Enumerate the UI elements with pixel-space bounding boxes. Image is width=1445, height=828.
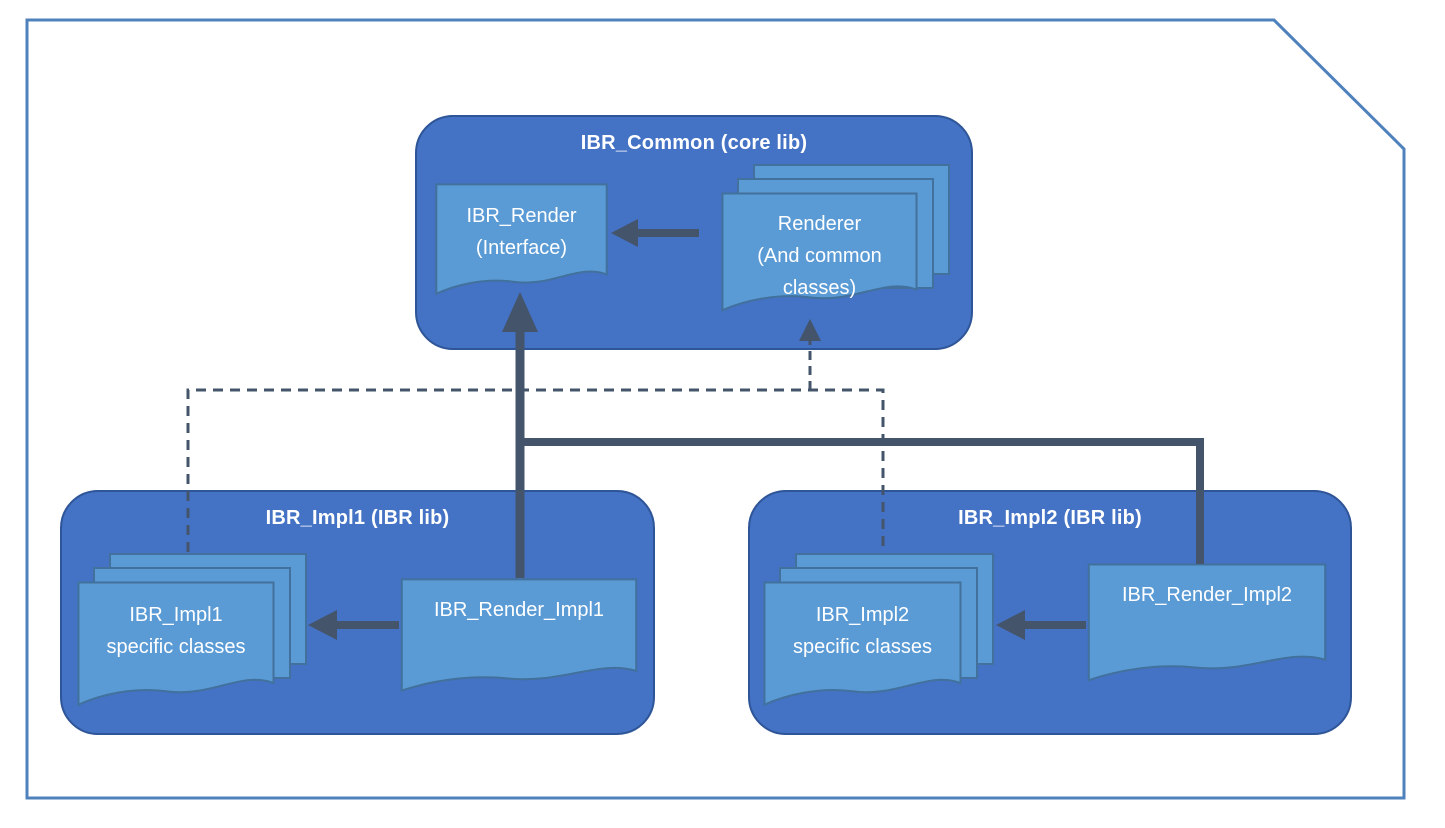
node-impl1-classes-line1: IBR_Impl1 [129, 604, 223, 626]
node-impl1-classes-line2: specific classes [106, 636, 246, 658]
container-title-ibr-common: IBR_Common (core lib) [580, 132, 808, 154]
node-ibr-render-impl2-line1: IBR_Render_Impl2 [1121, 584, 1293, 606]
node-ibr-render-impl1-label: IBR_Render_Impl1 [400, 578, 638, 700]
node-ibr-render-line2: (Interface) [475, 237, 568, 259]
node-renderer-line3: classes) [782, 277, 857, 299]
node-ibr-render-impl1: IBR_Render_Impl1 [400, 578, 638, 700]
node-impl1-classes-label: IBR_Impl1 specific classes [77, 581, 275, 715]
node-impl1-classes: IBR_Impl1 specific classes [77, 581, 275, 715]
node-renderer-label: Renderer (And common classes) [721, 192, 918, 320]
container-title-ibr-impl1: IBR_Impl1 (IBR lib) [265, 507, 450, 529]
node-impl2-classes-label: IBR_Impl2 specific classes [763, 581, 962, 715]
node-renderer-line2: (And common [757, 245, 882, 267]
node-impl2-classes: IBR_Impl2 specific classes [763, 581, 962, 715]
node-ibr-render-line1: IBR_Render [466, 205, 577, 227]
node-ibr-render: IBR_Render (Interface) [435, 183, 608, 303]
node-renderer-line1: Renderer [777, 213, 862, 235]
node-renderer: Renderer (And common classes) [721, 192, 918, 320]
node-ibr-render-label: IBR_Render (Interface) [435, 183, 608, 303]
node-impl2-classes-line1: IBR_Impl2 [815, 604, 910, 626]
node-ibr-render-impl2-label: IBR_Render_Impl2 [1087, 563, 1327, 690]
node-ibr-render-impl1-line1: IBR_Render_Impl1 [433, 599, 605, 621]
node-ibr-render-impl2: IBR_Render_Impl2 [1087, 563, 1327, 690]
container-title-ibr-impl2: IBR_Impl2 (IBR lib) [958, 507, 1142, 529]
node-impl2-classes-line2: specific classes [793, 636, 932, 658]
